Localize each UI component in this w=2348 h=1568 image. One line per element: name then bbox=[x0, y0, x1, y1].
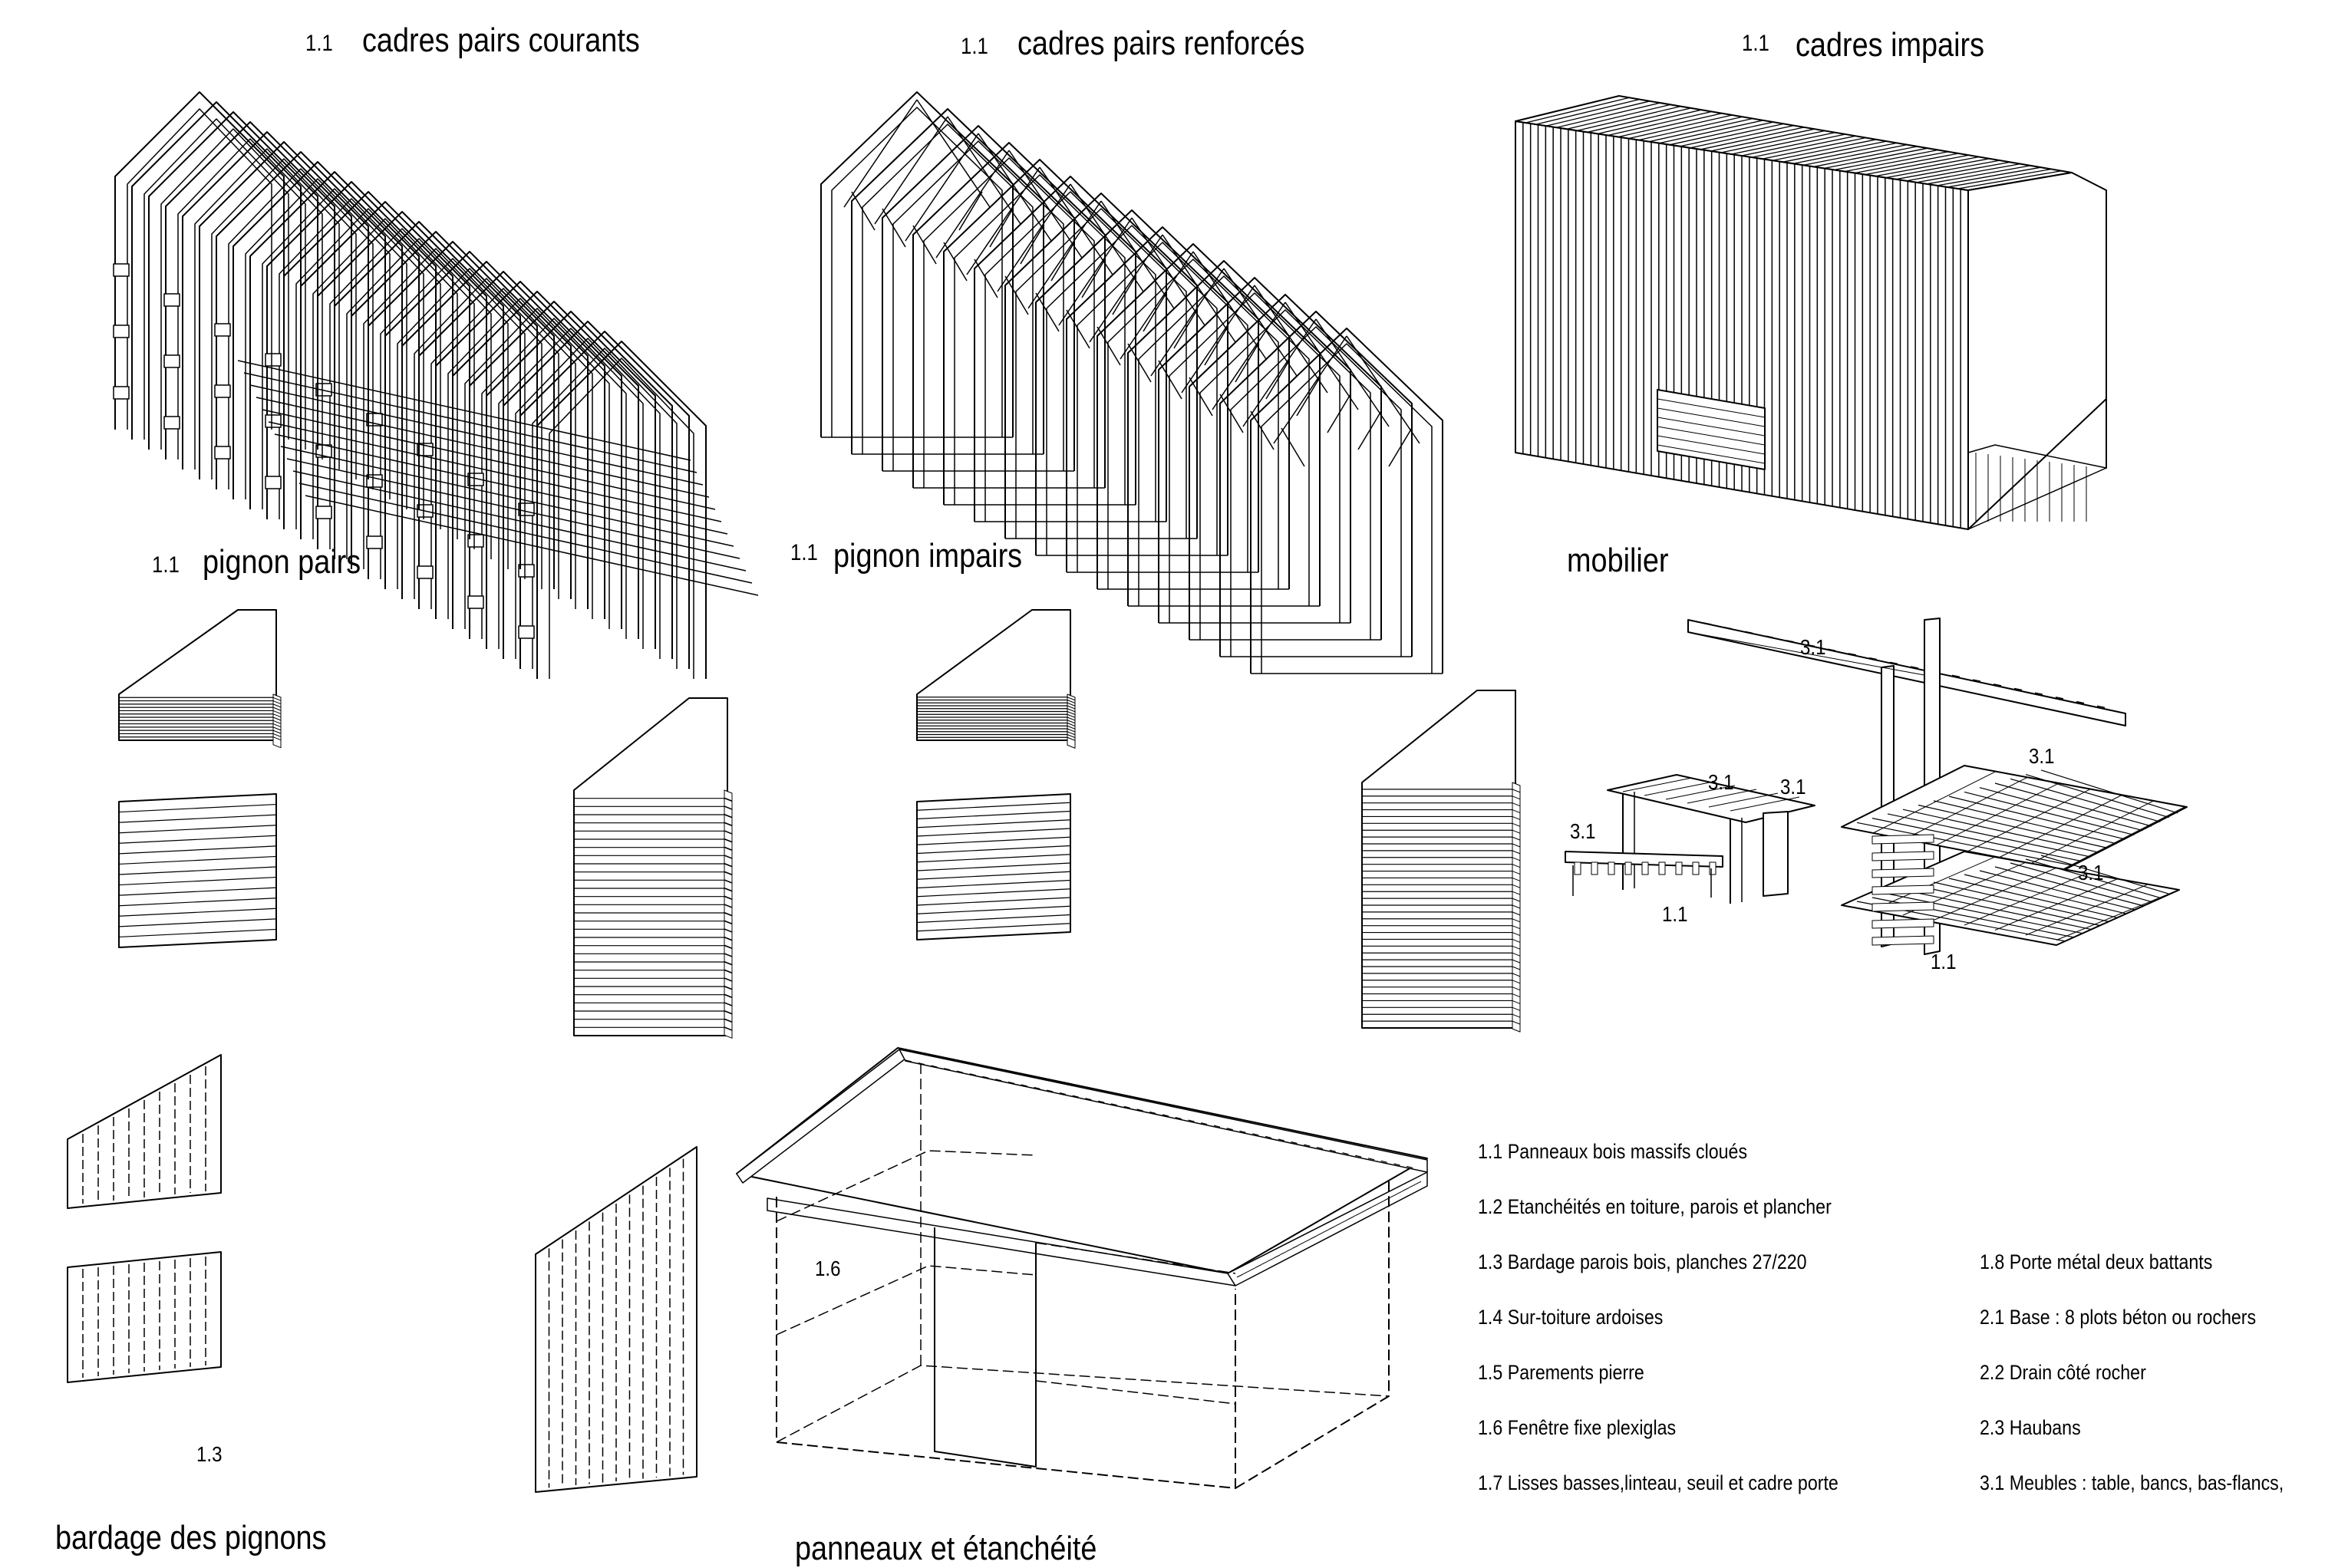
mobilier-label-3.1-bench: 3.1 bbox=[1780, 775, 1806, 799]
frames-impairs-drawing bbox=[1515, 95, 2107, 530]
cadres-pairs-courants-number: 1.1 bbox=[305, 31, 333, 56]
pignon-impairs-title: pignon impairs bbox=[833, 537, 1023, 575]
bardage-drawing bbox=[67, 1054, 697, 1493]
bardage-title: bardage des pignons bbox=[55, 1519, 327, 1556]
panneaux-drawing bbox=[736, 1047, 1428, 1489]
legend-item-1.4: 1.4 Sur-toiture ardoises bbox=[1478, 1306, 1664, 1329]
pignon-pairs-title: pignon pairs bbox=[203, 543, 361, 581]
panneaux-title: panneaux et étanchéité bbox=[795, 1530, 1097, 1567]
mobilier-label-1.1-left: 1.1 bbox=[1662, 902, 1688, 926]
legend-item-2.1: 2.1 Base : 8 plots béton ou rochers bbox=[1980, 1306, 2257, 1329]
legend-item-1.8: 1.8 Porte métal deux battants bbox=[1980, 1250, 2213, 1273]
pignon-impairs-drawing bbox=[916, 609, 1521, 1033]
mobilier-label-3.1-table: 3.1 bbox=[1708, 770, 1734, 794]
mobilier-label-3.1-bunk-upper: 3.1 bbox=[2029, 744, 2055, 768]
mobilier-label-3.1-bunk-lower: 3.1 bbox=[2078, 861, 2104, 884]
pignon-impairs-number: 1.1 bbox=[790, 540, 818, 565]
mobilier-label-3.1-top: 3.1 bbox=[1800, 635, 1826, 659]
mobilier-drawing bbox=[1565, 618, 2188, 955]
cadres-pairs-renforces-number: 1.1 bbox=[961, 34, 988, 59]
mobilier-title: mobilier bbox=[1567, 542, 1669, 579]
mobilier-label-3.1-left: 3.1 bbox=[1570, 819, 1596, 843]
cadres-pairs-renforces-title: cadres pairs renforcés bbox=[1017, 25, 1305, 62]
bardage-label: 1.3 bbox=[196, 1442, 223, 1466]
legend-item-1.3: 1.3 Bardage parois bois, planches 27/220 bbox=[1478, 1250, 1807, 1273]
legend-item-2.3: 2.3 Haubans bbox=[1980, 1416, 2081, 1439]
frames-pairs-renforces-drawing bbox=[820, 91, 1443, 674]
mobilier-label-1.1-right: 1.1 bbox=[1931, 950, 1957, 973]
legend-item-3.1: 3.1 Meubles : table, bancs, bas-flancs, bbox=[1980, 1471, 2284, 1494]
cadres-impairs-number: 1.1 bbox=[1742, 31, 1769, 56]
panneaux-window-label: 1.6 bbox=[815, 1257, 841, 1280]
legend-item-1.2: 1.2 Etanchéités en toiture, parois et pl… bbox=[1478, 1195, 1832, 1218]
pignon-pairs-drawing bbox=[118, 609, 733, 1039]
legend-item-1.1: 1.1 Panneaux bois massifs cloués bbox=[1478, 1140, 1748, 1163]
legend-item-2.2: 2.2 Drain côté rocher bbox=[1980, 1361, 2146, 1384]
legend-item-1.7: 1.7 Lisses basses,linteau, seuil et cadr… bbox=[1478, 1471, 1838, 1494]
legend-item-1.6: 1.6 Fenêtre fixe plexiglas bbox=[1478, 1416, 1677, 1439]
cadres-impairs-title: cadres impairs bbox=[1796, 26, 1985, 64]
frames-pairs-courants-drawing bbox=[113, 91, 759, 679]
cadres-pairs-courants-title: cadres pairs courants bbox=[362, 21, 640, 59]
pignon-pairs-number: 1.1 bbox=[152, 552, 180, 578]
legend-item-1.5: 1.5 Parements pierre bbox=[1478, 1361, 1644, 1384]
